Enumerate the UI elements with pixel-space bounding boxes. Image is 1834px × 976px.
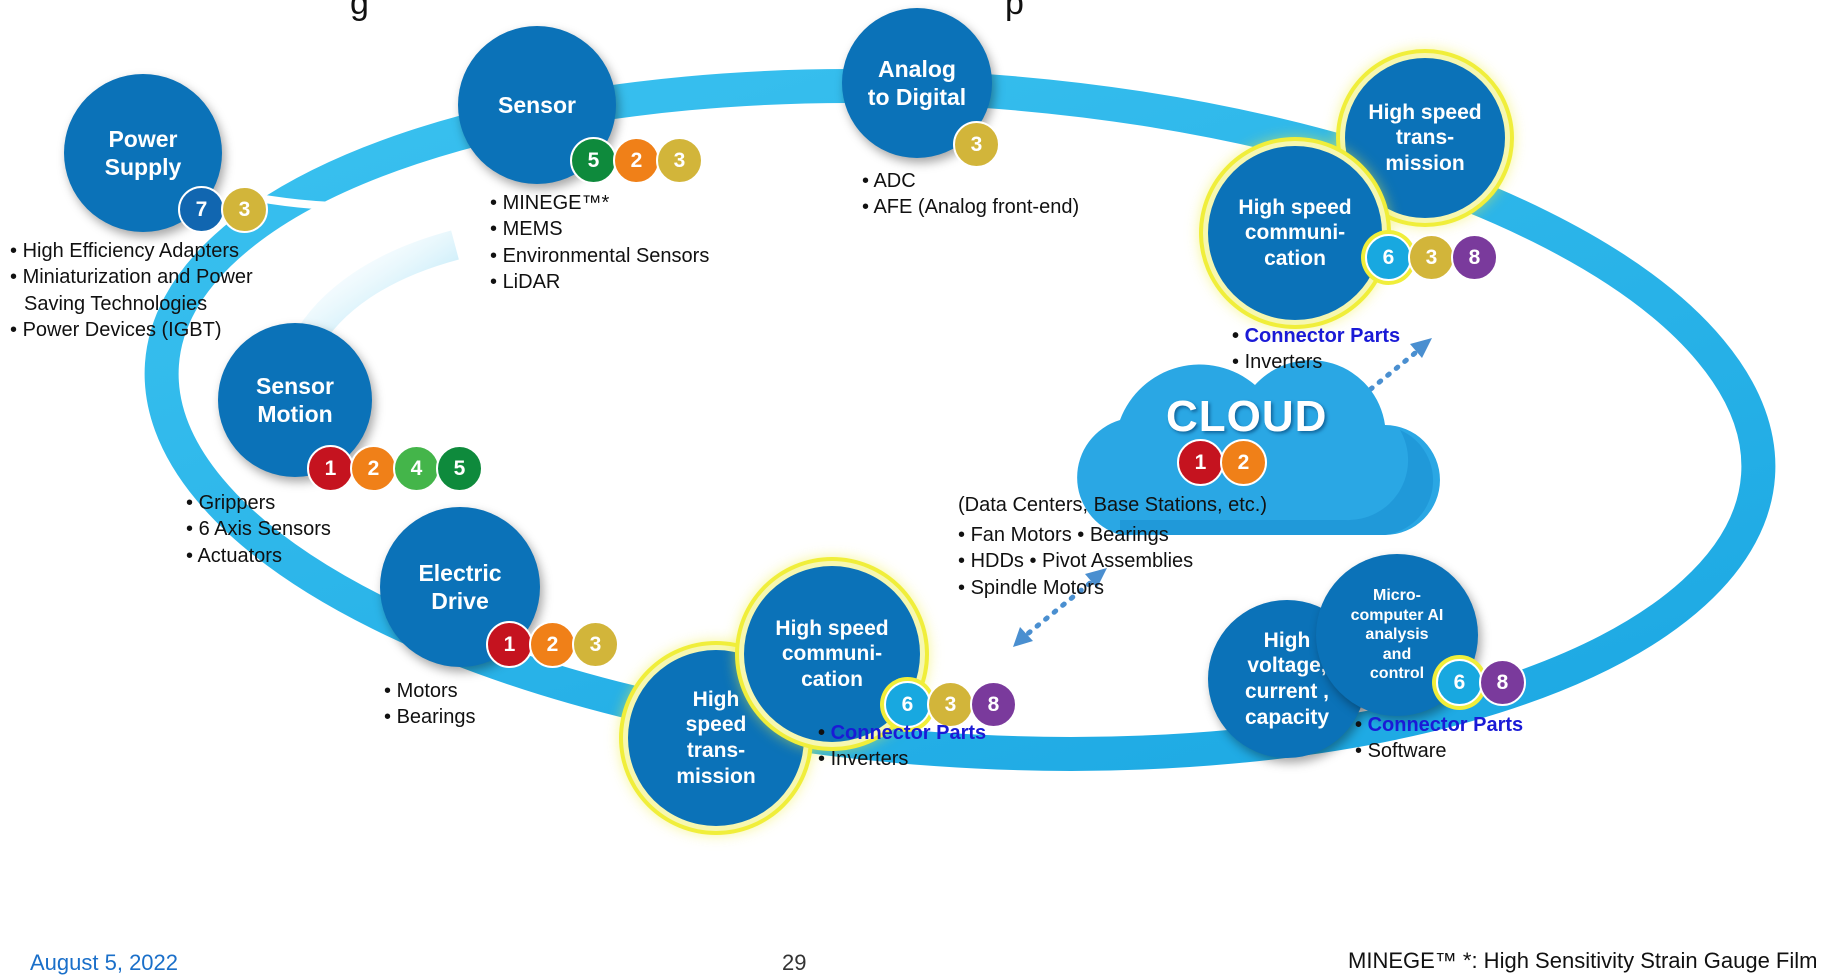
arrowhead-bottom-left — [1013, 627, 1033, 647]
arrowhead-top-right — [1410, 338, 1432, 358]
node-high-voltage-label: High voltage, current , capacity — [1244, 628, 1330, 729]
node-high-speed-communication-top: High speed communi- cation — [1208, 146, 1382, 320]
list-item: 6 Axis Sensors — [186, 516, 331, 542]
list-item: Bearings — [384, 704, 476, 730]
list-high-speed-top: Connector Parts Inverters — [1232, 323, 1401, 376]
node-power-supply-label: Power Supply — [104, 125, 182, 180]
list-high-speed-bottom: Connector Parts Inverters — [818, 720, 987, 773]
badge-5: 5 — [436, 445, 483, 492]
list-item: MINEGE™* — [490, 190, 709, 216]
cloud-list-header: (Data Centers, Base Stations, etc.) — [958, 494, 1268, 516]
list-item: Motors — [384, 678, 476, 704]
list-item: Saving Technologies — [24, 292, 208, 315]
badges-sensor-motion: 1 2 4 5 — [307, 445, 483, 492]
list-item: Spindle Motors — [958, 575, 1193, 601]
list-item: Environmental Sensors — [490, 243, 710, 269]
list-analog-to-digital: ADC AFE (Analog front-end) — [862, 168, 1079, 221]
list-sensor-motion: Grippers 6 Axis Sensors Actuators — [186, 490, 331, 569]
node-electric-drive-label: Electric Drive — [418, 559, 502, 614]
badge-5: 5 — [570, 137, 617, 184]
list-item-highlight: Connector Parts — [818, 720, 987, 746]
list-microcomputer-ai: Connector Parts Software — [1355, 712, 1524, 765]
badges-analog-to-digital: 3 — [953, 121, 1000, 168]
list-item: ADC — [862, 168, 1079, 194]
footer-date: August 5, 2022 — [30, 950, 179, 975]
list-item: Inverters — [818, 746, 986, 772]
node-microcomputer-ai: Micro- computer AI analysis and control — [1316, 554, 1478, 716]
badges-high-speed-communication-top: 6 3 8 — [1365, 234, 1498, 281]
badge-1: 1 — [486, 621, 533, 668]
cloud-link-top-arrow — [1342, 342, 1428, 413]
node-high-speed-communication-top-label: High speed communi- cation — [1238, 195, 1352, 270]
list-item: Actuators — [186, 543, 331, 569]
list-item: Grippers — [186, 490, 331, 516]
list-item-highlight: Connector Parts — [1232, 323, 1401, 349]
badge-2: 2 — [613, 137, 660, 184]
list-electric-drive: Motors Bearings — [384, 678, 476, 731]
list-item: Power Devices (IGBT) — [10, 317, 253, 343]
list-item: AFE (Analog front-end) — [862, 194, 1079, 220]
node-microcomputer-ai-label: Micro- computer AI analysis and control — [1350, 587, 1444, 683]
node-high-speed-transmission-bottom: High speed trans- mission — [628, 650, 804, 826]
badges-electric-drive: 1 2 3 — [486, 621, 619, 668]
list-item: HDDs • Pivot Assemblies — [958, 548, 1194, 574]
list-item: Miniaturization and Power — [10, 264, 253, 290]
header-title-fragment: g — [350, 0, 369, 22]
list-item: High Efficiency Adapters — [10, 238, 253, 264]
badge-6: 6 — [1365, 234, 1412, 281]
badges-power-supply: 7 3 — [178, 186, 268, 233]
node-sensor-motion: Sensor Motion — [218, 323, 372, 477]
badge-2: 2 — [350, 445, 397, 492]
list-item: Software — [1355, 738, 1523, 764]
badge-3: 3 — [953, 121, 1000, 168]
list-power-supply: High Efficiency Adapters Miniaturization… — [10, 238, 253, 344]
cloud-label: CLOUD — [1166, 392, 1328, 441]
list-item: Inverters — [1232, 349, 1400, 375]
badges-microcomputer-ai: 6 8 — [1436, 659, 1526, 706]
node-high-speed-transmission-top-label: High speed trans- mission — [1368, 100, 1482, 175]
list-item: MEMS — [490, 216, 709, 242]
badge-1: 1 — [307, 445, 354, 492]
badge-3: 3 — [572, 621, 619, 668]
node-sensor-label: Sensor — [498, 91, 576, 118]
list-cloud: Fan Motors • Bearings HDDs • Pivot Assem… — [958, 522, 1194, 601]
badge-7: 7 — [178, 186, 225, 233]
badge-6: 6 — [1436, 659, 1483, 706]
list-item: LiDAR — [490, 269, 709, 295]
badge-8: 8 — [1451, 234, 1498, 281]
badge-8: 8 — [1479, 659, 1526, 706]
footer-page-number: 29 — [782, 950, 807, 975]
list-item-highlight: Connector Parts — [1355, 712, 1524, 738]
badge-3: 3 — [1408, 234, 1455, 281]
list-item: Fan Motors • Bearings — [958, 522, 1193, 548]
node-analog-to-digital-label: Analog to Digital — [867, 55, 967, 110]
header-title-tail: p — [1005, 0, 1024, 22]
node-sensor: Sensor — [458, 26, 616, 184]
badge-3: 3 — [656, 137, 703, 184]
badge-1: 1 — [1177, 439, 1224, 486]
footer-note: MINEGE™ *: High Sensitivity Strain Gauge… — [1348, 948, 1818, 973]
list-sensor: MINEGE™* MEMS Environmental Sensors LiDA… — [490, 190, 710, 296]
badge-3: 3 — [221, 186, 268, 233]
node-high-speed-communication-bottom-label: High speed communi- cation — [775, 616, 889, 691]
node-sensor-motion-label: Sensor Motion — [256, 372, 334, 427]
badges-cloud: 1 2 — [1177, 439, 1267, 486]
node-high-speed-transmission-bottom-label: High speed trans- mission — [676, 687, 756, 788]
badge-2: 2 — [529, 621, 576, 668]
badge-4: 4 — [393, 445, 440, 492]
badges-sensor: 5 2 3 — [570, 137, 703, 184]
badge-2: 2 — [1220, 439, 1267, 486]
